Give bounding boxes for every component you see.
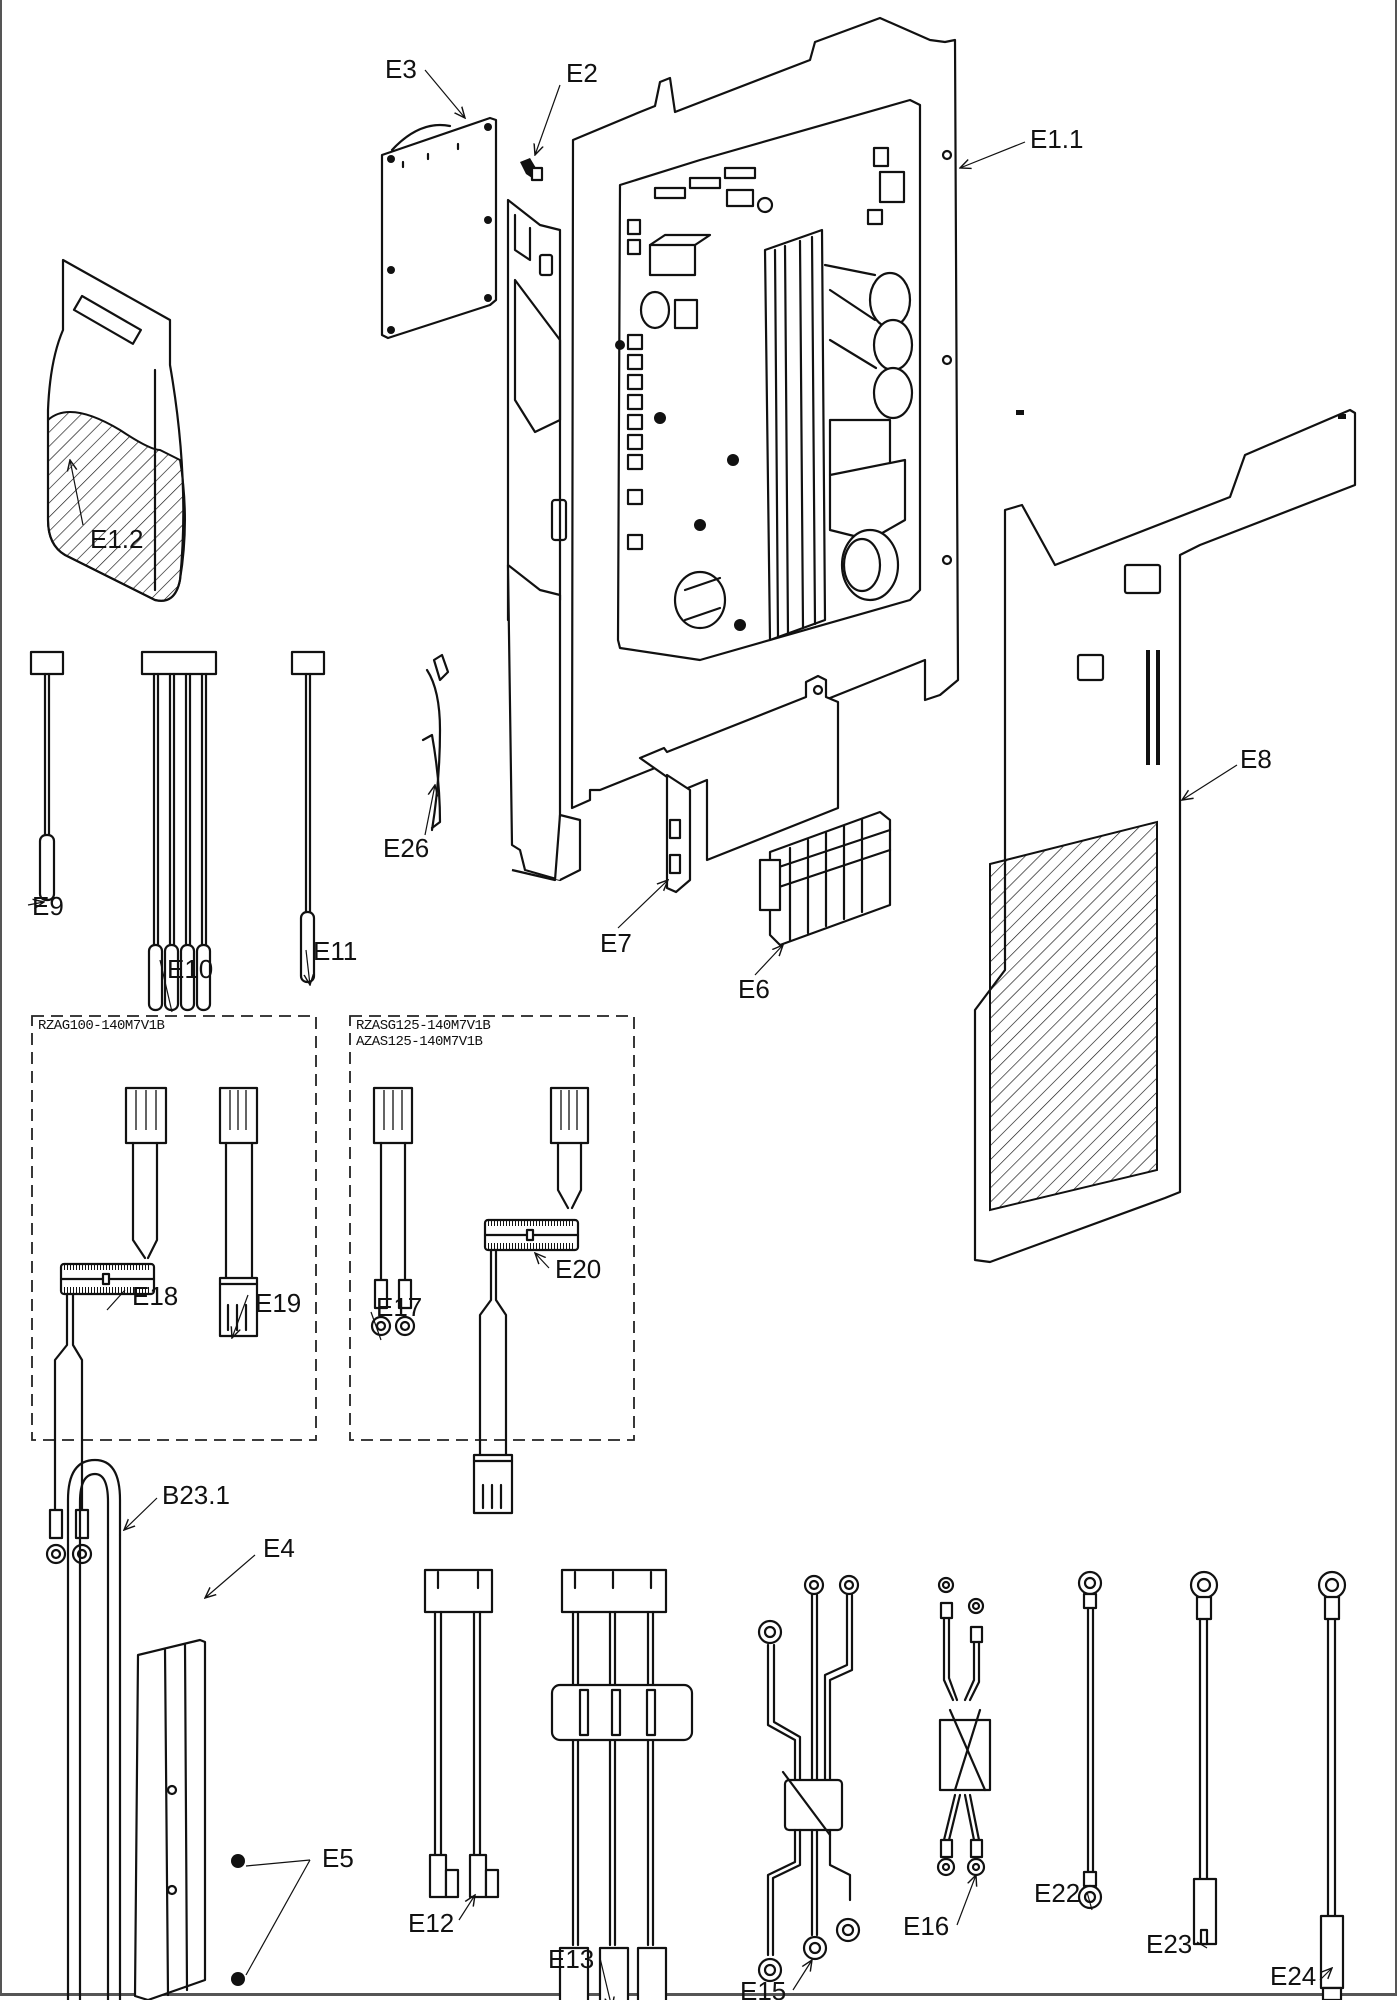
part-e26-wire-clip[interactable] bbox=[421, 653, 450, 832]
leader-e2 bbox=[535, 84, 561, 155]
part-e19-wire-harness[interactable] bbox=[218, 1086, 259, 1338]
label-e1-2: E1.2 bbox=[90, 524, 144, 554]
leader-e26 bbox=[424, 785, 435, 836]
leader-b23-1 bbox=[124, 1497, 158, 1530]
label-e18: E18 bbox=[132, 1281, 178, 1311]
leader-e5-a bbox=[245, 1859, 311, 1867]
leader-e8 bbox=[1182, 764, 1238, 800]
leader-e19 bbox=[232, 1294, 249, 1338]
leader-e7 bbox=[617, 880, 668, 929]
leader-e11 bbox=[306, 949, 310, 985]
leader-e15 bbox=[792, 1960, 812, 1991]
leader-e1-2 bbox=[70, 460, 84, 526]
label-e7: E7 bbox=[600, 928, 632, 958]
label-e11: E11 bbox=[313, 936, 357, 966]
variant-box-rzasg-azas: RZASG125-140M7V1B AZAS125-140M7V1B bbox=[349, 1015, 635, 1441]
part-e13-wire-harness[interactable] bbox=[550, 1568, 694, 2000]
part-e22-earth-wire[interactable] bbox=[1077, 1570, 1103, 1910]
model-label-azas125: AZAS125-140M7V1B bbox=[356, 1034, 483, 1050]
part-e5-screws[interactable] bbox=[231, 1854, 245, 1986]
part-e7-mounting-bracket[interactable] bbox=[638, 674, 840, 894]
leader-e20 bbox=[535, 1253, 550, 1269]
leader-e22 bbox=[1086, 1891, 1093, 1911]
leader-e18 bbox=[106, 1289, 126, 1311]
leader-e10 bbox=[159, 959, 173, 1013]
part-e2-clip[interactable] bbox=[520, 158, 544, 182]
leader-e12 bbox=[458, 1895, 475, 1921]
label-e13: E13 bbox=[548, 1944, 594, 1974]
leader-e24 bbox=[1319, 1968, 1332, 1981]
label-e20: E20 bbox=[555, 1254, 601, 1284]
leader-e3 bbox=[424, 69, 465, 118]
label-e3: E3 bbox=[385, 54, 417, 84]
model-label-rzasg125: RZASG125-140M7V1B bbox=[356, 1018, 490, 1034]
part-e23-earth-wire[interactable] bbox=[1189, 1570, 1219, 1946]
leader-e4 bbox=[205, 1554, 256, 1598]
part-e15-wire-harness[interactable] bbox=[757, 1574, 861, 1983]
label-e1-1: E1.1 bbox=[1030, 124, 1084, 154]
leader-e17 bbox=[370, 1311, 382, 1341]
leader-e9 bbox=[27, 902, 44, 905]
label-e23: E23 bbox=[1146, 1929, 1192, 1959]
label-b23-1: B23.1 bbox=[162, 1480, 230, 1510]
label-e10: E10 bbox=[167, 954, 213, 984]
leader-e5-b bbox=[245, 1859, 311, 1976]
leader-e23 bbox=[1196, 1941, 1208, 1949]
model-label-rzag100: RZAG100-140M7V1B bbox=[38, 1018, 165, 1034]
part-e16-wire-harness[interactable] bbox=[936, 1576, 992, 1877]
part-e6-terminal-block[interactable] bbox=[758, 810, 892, 947]
part-e24-earth-wire[interactable] bbox=[1317, 1570, 1347, 2000]
label-e9: E9 bbox=[32, 891, 64, 921]
variant-box-rzag: RZAG100-140M7V1B bbox=[31, 1015, 317, 1441]
label-e2: E2 bbox=[566, 58, 598, 88]
part-e4-rail[interactable] bbox=[133, 1638, 207, 2000]
part-b23-1-heater[interactable] bbox=[66, 1458, 122, 2000]
label-e16: E16 bbox=[903, 1911, 949, 1941]
part-e11-thermistor[interactable] bbox=[290, 650, 326, 984]
label-e8: E8 bbox=[1240, 744, 1272, 774]
part-e17-wire-harness[interactable] bbox=[370, 1086, 416, 1337]
part-e1-1-electrical-box[interactable] bbox=[506, 16, 960, 882]
part-e18-wire-harness[interactable] bbox=[45, 1086, 168, 1565]
label-e6: E6 bbox=[738, 974, 770, 1004]
leader-e6 bbox=[754, 945, 783, 976]
label-e24: E24 bbox=[1270, 1961, 1316, 1991]
label-e12: E12 bbox=[408, 1908, 454, 1938]
part-e10-thermistor-set[interactable] bbox=[140, 650, 218, 1012]
leader-e1-1 bbox=[960, 141, 1026, 168]
label-e4: E4 bbox=[263, 1533, 295, 1563]
part-e12-wire-harness[interactable] bbox=[423, 1568, 500, 1899]
leader-e16 bbox=[956, 1875, 976, 1926]
part-e20-wire-harness[interactable] bbox=[472, 1086, 590, 1515]
label-e17: E17 bbox=[376, 1292, 422, 1322]
part-e9-thermistor[interactable] bbox=[29, 650, 65, 902]
label-e15: E15 bbox=[740, 1976, 786, 2000]
label-e22: E22 bbox=[1034, 1878, 1080, 1908]
label-e5: E5 bbox=[322, 1843, 354, 1873]
part-e3-cover-plate[interactable] bbox=[380, 116, 498, 340]
label-e26: E26 bbox=[383, 833, 429, 863]
part-e8-insulation-sheet[interactable] bbox=[973, 408, 1357, 1264]
part-e1-2-document-bag[interactable] bbox=[46, 258, 186, 602]
label-e19: E19 bbox=[255, 1288, 301, 1318]
